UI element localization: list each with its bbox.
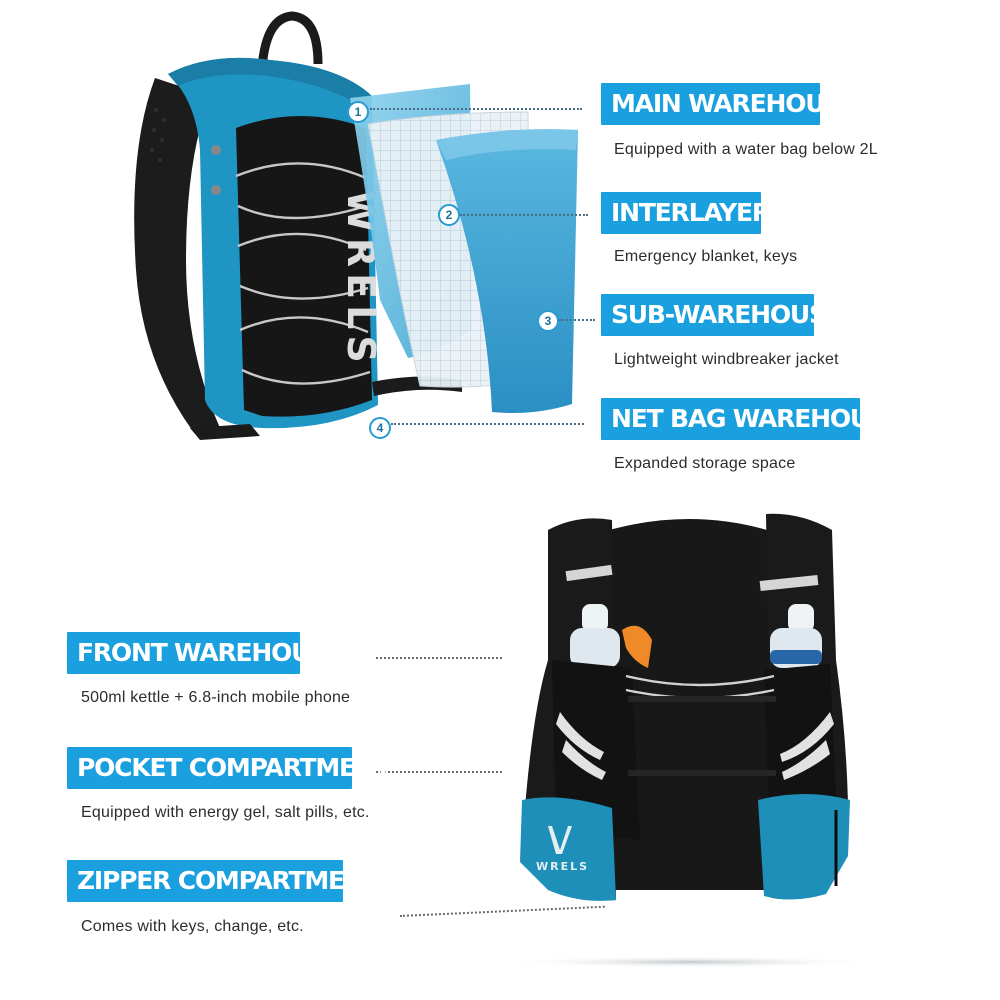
vest-blue-pocket <box>520 797 616 901</box>
backpack-handle <box>257 11 323 69</box>
pocket-compartment-desc: Equipped with energy gel, salt pills, et… <box>81 804 370 821</box>
zipper-compartment-desc: Comes with keys, change, etc. <box>81 918 304 935</box>
main-warehouse-title: MAIN WAREHOUSE <box>601 83 858 125</box>
hydration-vest: WRELS <box>520 513 850 901</box>
leader-line-sub <box>559 319 595 321</box>
brand-mark-icon <box>548 826 572 854</box>
interlayer-desc: Emergency blanket, keys <box>614 248 798 265</box>
marker-4: 4 <box>369 417 391 439</box>
reflective-strip <box>565 564 613 582</box>
soft-flask <box>570 604 822 668</box>
pocket-compartment-title: POCKET COMPARTMENT <box>67 747 392 789</box>
whistle <box>622 625 652 668</box>
backpack-top-view: WRELS <box>134 11 462 440</box>
backpack-shoulder-strap <box>134 78 220 430</box>
bungee-cord <box>235 162 371 385</box>
sub-warehouse-desc: Lightweight windbreaker jacket <box>614 351 839 368</box>
exploded-layers <box>350 84 578 413</box>
blanket-layer <box>436 129 578 413</box>
leader-line-net <box>391 423 584 425</box>
sub-warehouse-title: SUB-WAREHOUSE <box>601 294 843 336</box>
main-warehouse-desc: Equipped with a water bag below 2L <box>614 141 878 158</box>
interlayer-title: INTERLAYER <box>601 192 771 234</box>
marker-3: 3 <box>537 310 559 332</box>
vest-back-panel <box>590 519 786 890</box>
front-warehouse-title: FRONT WAREHOUSE <box>67 632 344 674</box>
marker-1: 1 <box>347 101 369 123</box>
net-bag-warehouse-title: NET BAG WAREHOUSE <box>601 398 903 440</box>
leader-line-main <box>370 108 582 110</box>
net-bag-warehouse-desc: Expanded storage space <box>614 455 796 472</box>
marker-2: 2 <box>438 204 460 226</box>
brand-logo-small: WRELS <box>536 860 589 873</box>
reflective-swoosh <box>556 712 834 780</box>
zipper-pull <box>211 145 221 155</box>
leader-line-front <box>376 657 502 659</box>
leader-line-interlayer <box>460 214 588 216</box>
leader-line-pocket <box>376 771 502 773</box>
zipper-compartment-title: ZIPPER COMPARTMENT <box>67 860 381 902</box>
backpack-front-panel <box>236 116 372 417</box>
ground-shadow <box>500 956 880 968</box>
front-warehouse-desc: 500ml kettle + 6.8-inch mobile phone <box>81 689 351 706</box>
